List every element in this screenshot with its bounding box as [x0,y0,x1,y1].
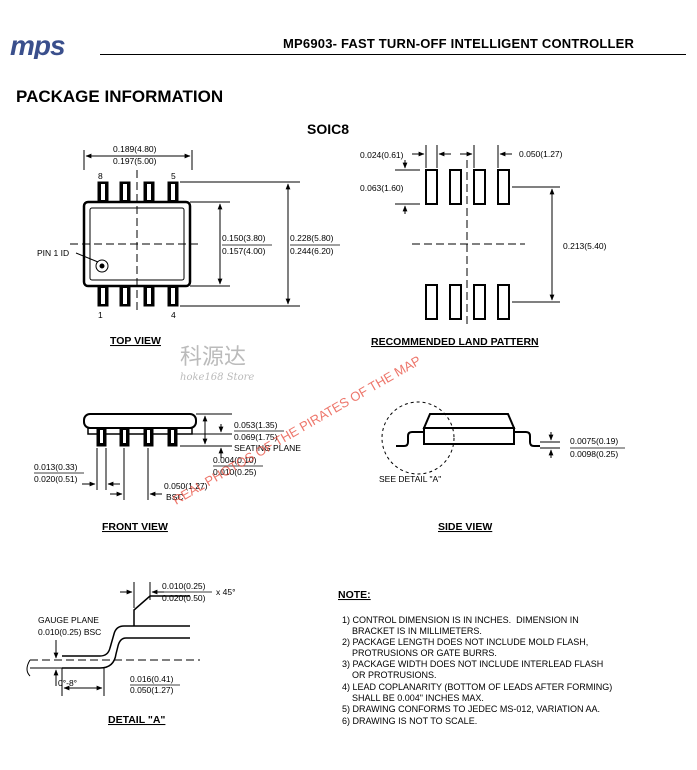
pin-label-4: 4 [171,310,176,320]
front-view [82,413,232,500]
front-lead-width-max: 0.020(0.51) [34,474,78,484]
top-overall-width-max: 0.244(6.20) [290,246,334,256]
front-height-max: 0.069(1.75) [234,432,278,442]
note-line: PROTRUSIONS OR GATE BURRS. [342,648,497,658]
detail-chamfer-angle: x 45° [216,587,235,597]
pin-label-8: 8 [98,171,103,181]
side-lead-thickness-min: 0.0075(0.19) [570,436,618,446]
front-view-label: FRONT VIEW [102,521,168,533]
note-line: 1) CONTROL DIMENSION IS IN INCHES. DIMEN… [342,615,579,625]
document-title: MP6903- FAST TURN-OFF INTELLIGENT CONTRO… [283,36,635,51]
note-line: BRACKET IS IN MILLIMETERS. [342,626,482,636]
detail-chamfer-min: 0.010(0.25) [162,581,206,591]
note-line: 5) DRAWING CONFORMS TO JEDEC MS-012, VAR… [342,704,600,714]
detail-angle: 0°-8° [58,678,77,688]
side-view [381,401,560,475]
see-detail-label: SEE DETAIL "A" [379,474,441,484]
package-name: SOIC8 [307,121,350,137]
note-line: SHALL BE 0.004" INCHES MAX. [342,693,484,703]
top-body-length-min: 0.189(4.80) [113,144,157,154]
gauge-plane-label: GAUGE PLANE [38,615,99,625]
note-line: 4) LEAD COPLANARITY (BOTTOM OF LEADS AFT… [342,682,612,692]
side-view-label: SIDE VIEW [438,521,492,533]
front-pitch: 0.050(1.27) [164,481,208,491]
land-pitch: 0.050(1.27) [519,149,563,159]
seating-plane-label: SEATING PLANE [234,443,301,453]
front-pitch-bsc: BSC [166,492,183,502]
note-line: 2) PACKAGE LENGTH DOES NOT INCLUDE MOLD … [342,637,588,647]
land-pad-width: 0.024(0.61) [360,150,404,160]
front-lead-width-min: 0.013(0.33) [34,462,78,472]
notes-list: 1) CONTROL DIMENSION IS IN INCHES. DIMEN… [342,615,612,726]
svg-text:mps: mps [10,33,65,59]
front-standoff-max: 0.010(0.25) [213,467,257,477]
pin-label-5: 5 [171,171,176,181]
note-line: OR PROTRUSIONS. [342,670,437,680]
note-line: 3) PACKAGE WIDTH DOES NOT INCLUDE INTERL… [342,659,603,669]
pin1-id-label: PIN 1 ID [37,248,69,258]
detail-a-label: DETAIL "A" [108,714,165,726]
top-body-length-max: 0.197(5.00) [113,156,157,166]
top-body-width-min: 0.150(3.80) [222,233,266,243]
mps-logo: mps [10,33,66,59]
land-pad-length: 0.063(1.60) [360,183,404,193]
header-rule [100,54,686,55]
pin-label-1: 1 [98,310,103,320]
front-standoff-min: 0.004(0.10) [213,455,257,465]
watermark-store-name: hoke168 Store [180,372,254,383]
top-view [70,150,300,310]
top-view-label: TOP VIEW [110,335,161,347]
front-height-min: 0.053(1.35) [234,420,278,430]
detail-chamfer-max: 0.020(0.50) [162,593,206,603]
note-line: 6) DRAWING IS NOT TO SCALE. [342,716,477,726]
side-lead-thickness-max: 0.0098(0.25) [570,449,618,459]
top-overall-width-min: 0.228(5.80) [290,233,334,243]
gauge-plane-dim: 0.010(0.25) BSC [38,627,101,637]
detail-foot-min: 0.016(0.41) [130,674,174,684]
land-pattern-label: RECOMMENDED LAND PATTERN [371,336,539,348]
land-pattern [395,145,560,325]
watermark-store-cn: 科源达 [180,345,246,370]
notes-title: NOTE: [338,589,371,601]
detail-a [26,582,200,696]
detail-foot-max: 0.050(1.27) [130,685,174,695]
section-title: PACKAGE INFORMATION [16,87,224,106]
land-row-span: 0.213(5.40) [563,241,607,251]
top-body-width-max: 0.157(4.00) [222,246,266,256]
